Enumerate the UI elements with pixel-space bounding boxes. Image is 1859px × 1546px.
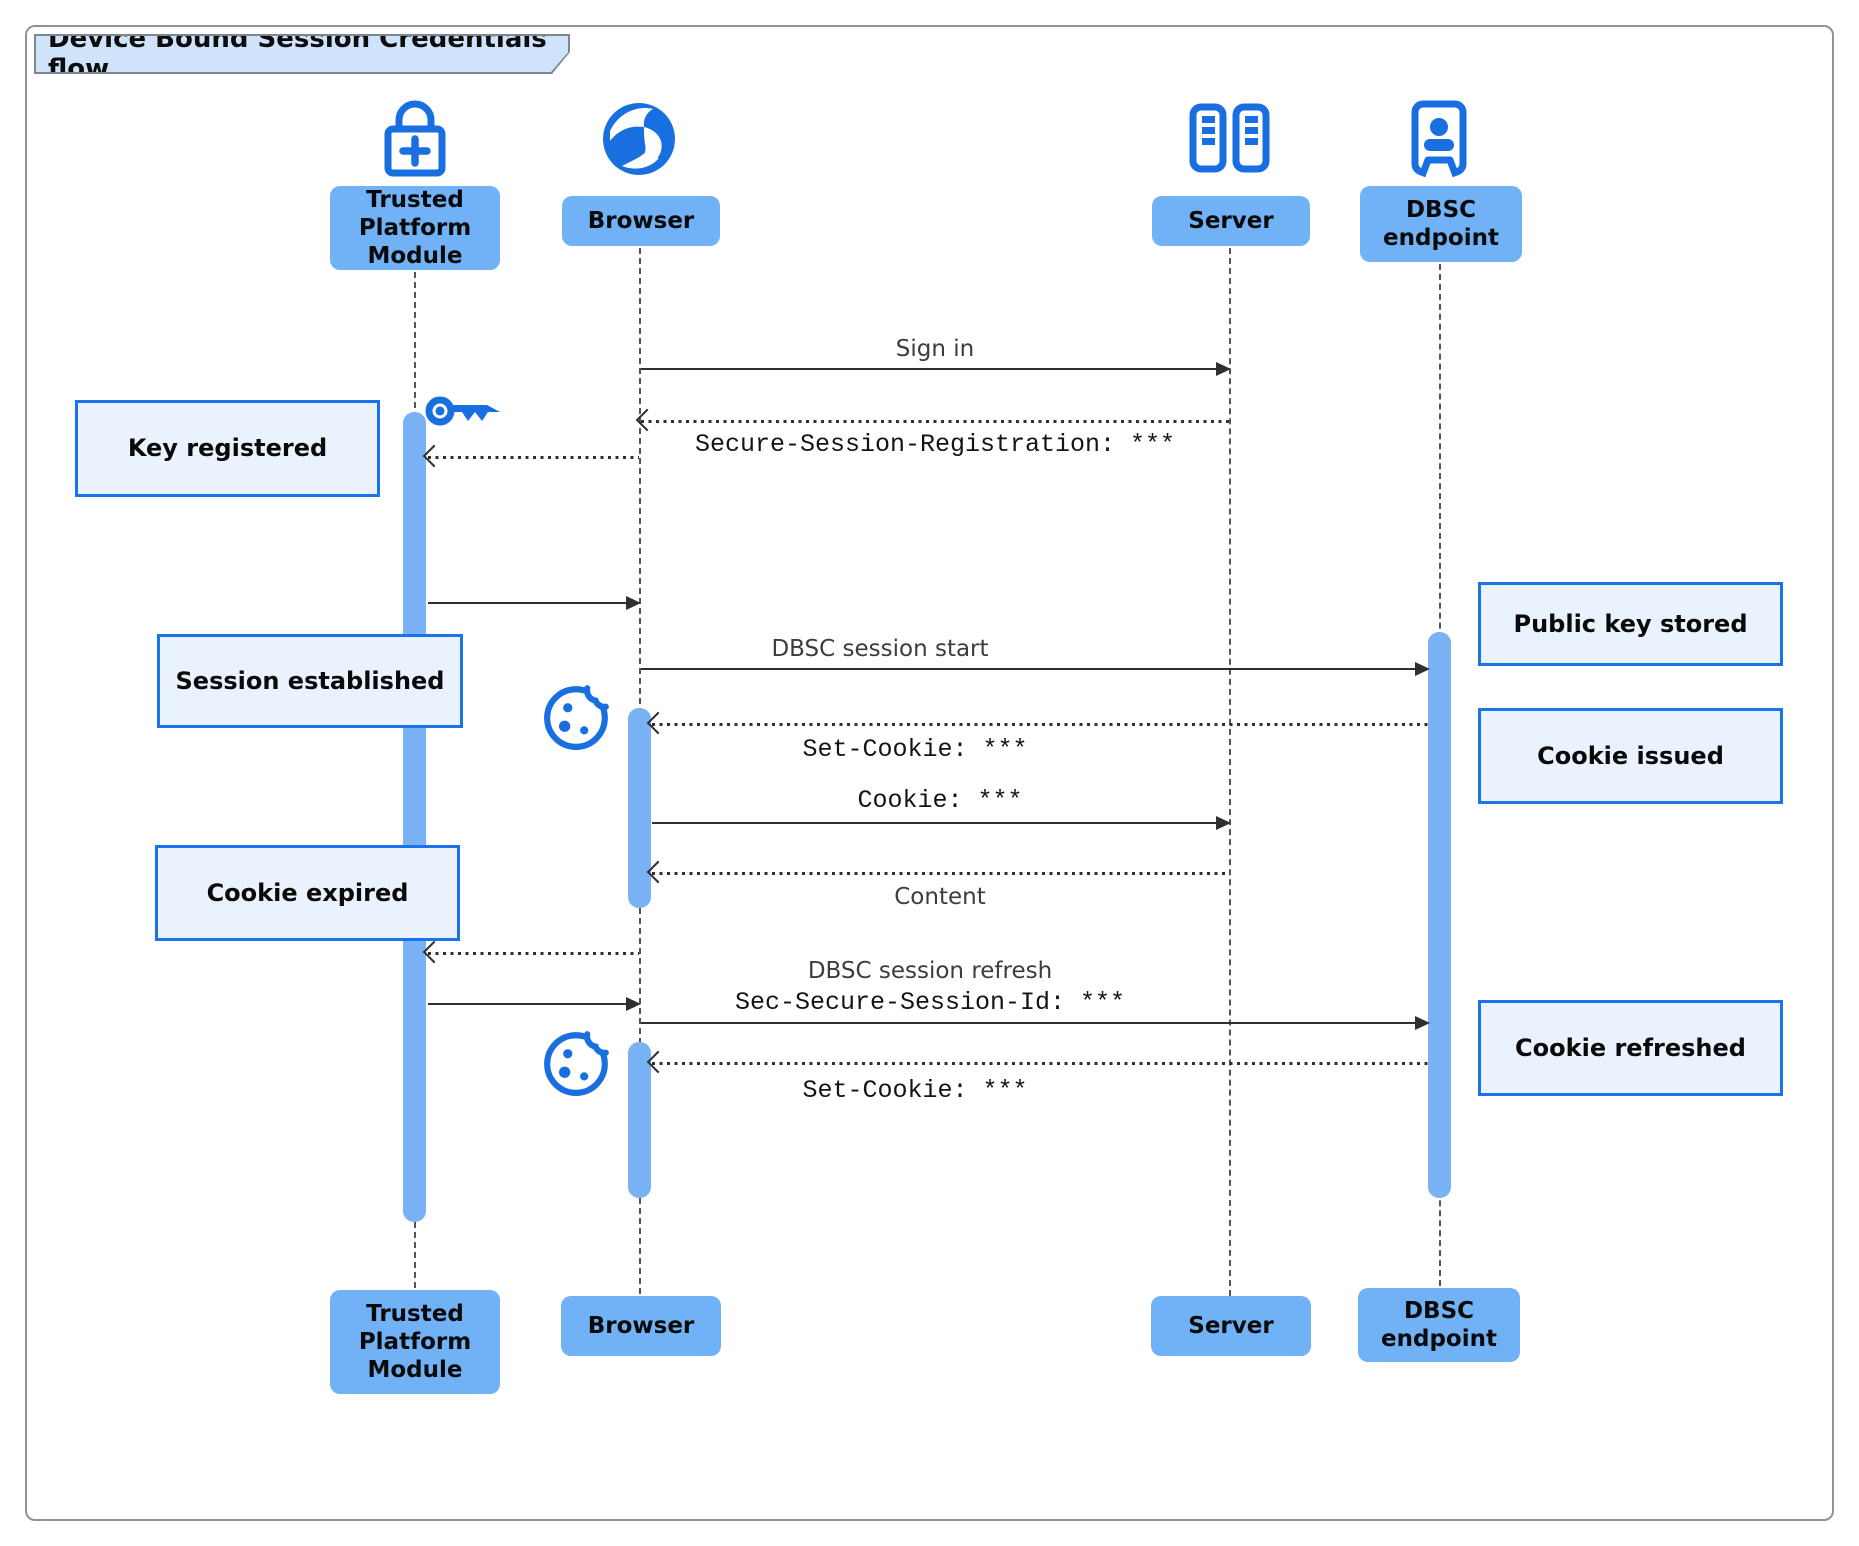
participant-label-tpm-top: Trusted Platform Module <box>330 186 500 270</box>
message-label-dbsc-session-refresh: DBSC session refresh <box>807 958 1053 984</box>
diagram-title-tab: Device Bound Session Credentials flow <box>34 34 570 74</box>
message-arrow-tpm-return <box>428 596 641 610</box>
activation-bar-dbsc-endpoint <box>1428 632 1451 1198</box>
note-key-registered: Key registered <box>75 400 380 497</box>
arrowhead-icon <box>626 596 641 610</box>
message-arrow-cookie <box>652 816 1231 830</box>
cookie-icon <box>541 680 613 752</box>
lock-plus-icon <box>372 98 458 180</box>
lifeline-server <box>1229 248 1231 1296</box>
arrowhead-icon <box>1216 362 1231 376</box>
participant-label-tpm-bottom: Trusted Platform Module <box>330 1290 500 1394</box>
diagram-frame <box>25 25 1834 1521</box>
arrowhead-icon <box>1216 816 1231 830</box>
arrowhead-icon <box>626 997 641 1011</box>
message-label-sign-in: Sign in <box>895 336 975 362</box>
message-label-secure-session-registration: Secure-Session-Registration: *** <box>694 430 1176 459</box>
message-arrow-refresh-request-tpm <box>422 940 639 964</box>
participant-label-dbsc-bottom: DBSC endpoint <box>1358 1288 1520 1362</box>
participant-label-browser-top: Browser <box>562 196 720 246</box>
cookie-icon <box>541 1026 613 1098</box>
message-label-dbsc-session-start: DBSC session start <box>771 636 989 662</box>
arrowhead-icon <box>1415 662 1430 676</box>
activation-bar-browser-2 <box>628 1042 651 1198</box>
message-arrow-tpm-return-2 <box>428 997 641 1011</box>
activation-bar-browser-1 <box>628 708 651 908</box>
note-session-established: Session established <box>157 634 463 728</box>
participant-label-dbsc-top: DBSC endpoint <box>1360 186 1522 262</box>
diagram-title: Device Bound Session Credentials flow <box>36 36 568 72</box>
message-label-cookie: Cookie: *** <box>857 786 1023 815</box>
message-label-sec-secure-session-id: Sec-Secure-Session-Id: *** <box>734 988 1126 1017</box>
message-arrow-dbsc-session-start <box>641 662 1430 676</box>
server-rack-icon <box>1186 102 1274 174</box>
message-arrow-secure-session-registration <box>635 408 1229 432</box>
message-arrow-sign-in <box>641 362 1231 376</box>
message-label-content: Content <box>894 884 986 910</box>
note-public-key-stored: Public key stored <box>1478 582 1783 666</box>
globe-icon <box>600 100 678 178</box>
message-arrow-dbsc-session-refresh <box>641 1016 1430 1030</box>
key-icon <box>424 386 506 436</box>
note-cookie-refreshed: Cookie refreshed <box>1478 1000 1783 1096</box>
message-arrow-set-cookie-1 <box>646 711 1428 735</box>
message-label-set-cookie-1: Set-Cookie: *** <box>802 735 1028 764</box>
arrowhead-icon <box>1415 1016 1430 1030</box>
message-label-set-cookie-2: Set-Cookie: *** <box>802 1076 1028 1105</box>
message-arrow-key-registration <box>422 444 639 468</box>
message-arrow-content <box>646 860 1229 884</box>
activation-bar-tpm <box>403 412 426 1222</box>
message-arrow-set-cookie-2 <box>646 1050 1428 1074</box>
endpoint-booth-icon <box>1400 100 1478 178</box>
participant-label-browser-bottom: Browser <box>561 1296 721 1356</box>
note-cookie-expired: Cookie expired <box>155 845 460 941</box>
participant-label-server-bottom: Server <box>1151 1296 1311 1356</box>
note-cookie-issued: Cookie issued <box>1478 708 1783 804</box>
participant-label-server-top: Server <box>1152 196 1310 246</box>
